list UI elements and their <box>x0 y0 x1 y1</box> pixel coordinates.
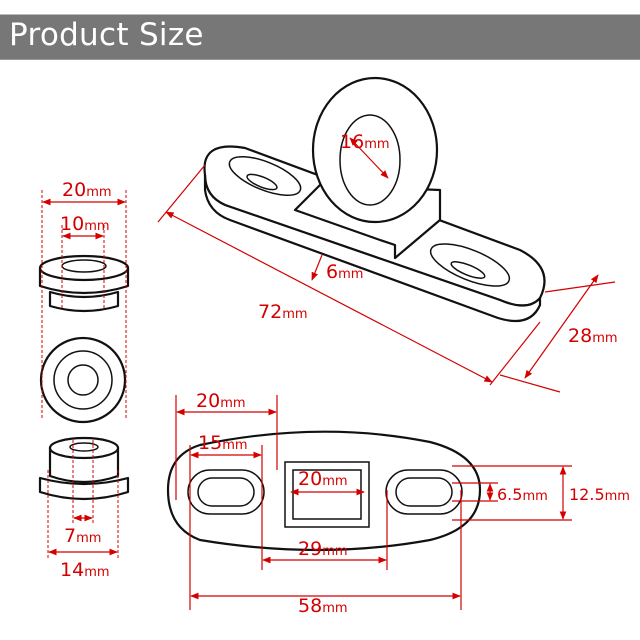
dim-label-bush-outer: 20mm <box>62 179 112 201</box>
page-title: Product Size <box>9 17 204 53</box>
dim-label-bush-hole: 7mm <box>64 525 101 547</box>
dim-label-slot-length: 15mm <box>198 432 248 454</box>
bushing-dimension-lines <box>41 190 127 560</box>
dim-label-overall: 58mm <box>298 595 348 617</box>
mount-3d-view <box>203 76 546 323</box>
mount-3d-dimension-lines <box>157 137 616 393</box>
bushing-side-top <box>38 254 130 313</box>
dim-label-ring: 16mm <box>340 131 390 153</box>
dim-label-width: 28mm <box>568 325 618 347</box>
dim-label-bush-inner: 10mm <box>60 213 110 235</box>
dim-label-thickness: 6mm <box>326 261 363 283</box>
dim-label-length: 72mm <box>258 301 308 323</box>
bushing-side-bottom <box>38 436 130 501</box>
dim-label-end-to-center: 20mm <box>196 390 246 412</box>
header-bar: Product Size <box>0 14 640 60</box>
dim-label-slot-width: 6.5mm <box>497 485 548 504</box>
bushing-top-view <box>39 336 127 424</box>
dim-label-slot-outer: 12.5mm <box>569 485 630 504</box>
dim-label-bush-body: 14mm <box>60 559 110 581</box>
dim-label-slot-spacing: 29mm <box>298 538 348 560</box>
mount-plan-dimension-lines <box>175 395 572 610</box>
dim-label-center-block: 20mm <box>298 468 348 490</box>
